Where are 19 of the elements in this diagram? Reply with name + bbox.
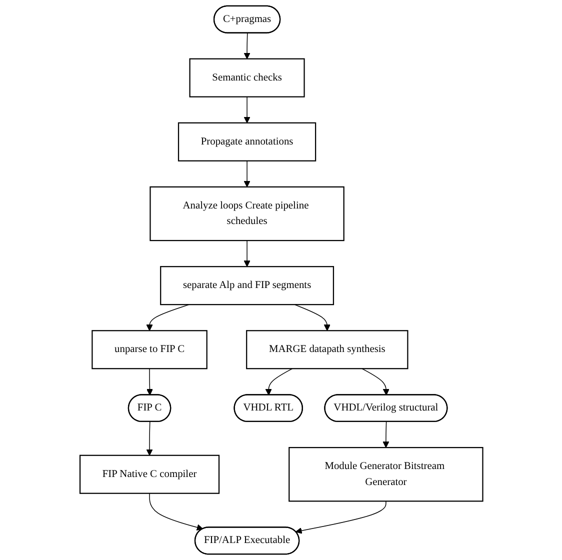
arrow [382, 421, 389, 448]
node-box: unparse to FIP C [91, 330, 208, 370]
arrow [146, 421, 152, 456]
arrow [146, 368, 153, 396]
node-box: Propagate annotations [178, 122, 316, 162]
arrow [295, 500, 386, 534]
arrow [243, 32, 250, 60]
node-box: separate Alp and FIP segments [160, 266, 334, 306]
node-box: Semantic checks [188, 58, 304, 98]
arrow [243, 240, 250, 267]
node-box: Analyze loops Create pipeline schedules [149, 186, 344, 242]
node-box: Module Generator Bitstream Generator [288, 447, 483, 502]
node-box: MARGE datapath synthesis [246, 330, 408, 370]
arrow [243, 96, 250, 124]
arrow [243, 160, 250, 188]
node-box: FIP Native C compiler [79, 454, 220, 494]
arrow [148, 492, 203, 531]
arrow [264, 368, 292, 396]
arrow [361, 368, 390, 396]
